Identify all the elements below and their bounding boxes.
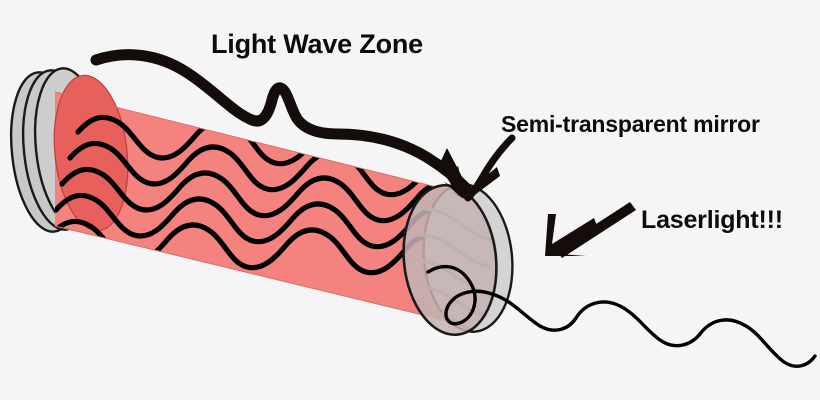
- mirror-arrow-barb-left: [450, 166, 466, 200]
- front-mirror-disc-front: [402, 183, 498, 337]
- laser-arrow-icon: [545, 202, 636, 258]
- label-semi-transparent-mirror: Semi-transparent mirror: [501, 111, 760, 137]
- mirror-arrow-barb-right: [468, 167, 500, 200]
- light-wave-3: [59, 166, 452, 224]
- label-laserlight: Laserlight!!!: [641, 206, 783, 234]
- front-mirror: [396, 183, 514, 337]
- brace-pointer-icon: [90, 49, 472, 194]
- light-wave-2: [67, 140, 452, 198]
- cavity-outline: [54, 91, 453, 323]
- laserlight-beam: [426, 264, 817, 368]
- light-wave-4: [55, 192, 447, 250]
- label-light-wave-zone: Light Wave Zone: [211, 29, 423, 59]
